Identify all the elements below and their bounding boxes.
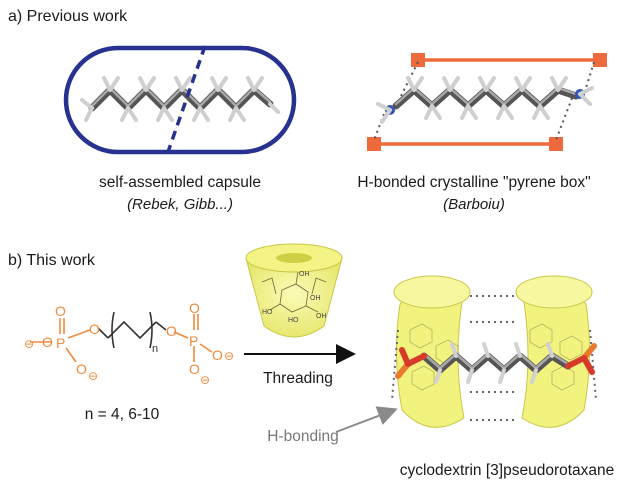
charge-3: ⊖ bbox=[224, 349, 234, 363]
svg-text:OH: OH bbox=[316, 313, 327, 320]
pyrene-box-illustration bbox=[367, 53, 607, 151]
pseudorotaxane-illustration bbox=[391, 275, 597, 428]
n-range-label: n = 4, 6-10 bbox=[84, 406, 160, 423]
svg-text:P: P bbox=[189, 333, 198, 349]
bisphosphate-structure bbox=[30, 311, 213, 363]
svg-text:O: O bbox=[55, 303, 66, 319]
svg-text:O: O bbox=[42, 334, 53, 350]
svg-text:O: O bbox=[166, 323, 177, 339]
svg-text:OH: OH bbox=[310, 295, 321, 302]
threaded-chain bbox=[420, 352, 572, 374]
pyrene-box-caption: H-bonded crystalline "pyrene box" bbox=[357, 174, 591, 191]
capsule-hydrogens bbox=[80, 76, 280, 122]
cyclodextrin-illustration bbox=[245, 243, 343, 338]
section-b-label: b) This work bbox=[8, 252, 95, 269]
hbonding-label: H-bonding bbox=[267, 428, 339, 445]
capsule-seam bbox=[166, 45, 207, 153]
svg-text:P: P bbox=[56, 335, 65, 351]
pyrene-box-subcaption: (Barboiu) bbox=[443, 196, 505, 213]
chain-subscript-n: n bbox=[152, 343, 158, 355]
capsule-outline bbox=[63, 45, 297, 155]
pseudorotaxane-caption: cyclodextrin [3]pseudorotaxane bbox=[399, 462, 615, 479]
charge-1: ⊖ bbox=[24, 337, 34, 351]
svg-text:O: O bbox=[189, 300, 200, 316]
phosphate-charges: ⊖ ⊖ ⊖ ⊖ bbox=[24, 337, 234, 387]
diammonium-chain bbox=[392, 86, 580, 110]
section-a-label: a) Previous work bbox=[8, 8, 128, 25]
capsule-subcaption: (Rebek, Gibb...) bbox=[127, 196, 233, 213]
capsule-illustration bbox=[63, 45, 297, 155]
cd-atom-labels: OH OH HO HO OH bbox=[262, 271, 327, 324]
bisphosphate-atoms: P O O O O O P O O O bbox=[42, 300, 223, 377]
svg-text:OH: OH bbox=[299, 271, 310, 278]
charge-2: ⊖ bbox=[88, 369, 98, 383]
capsule-caption: self-assembled capsule bbox=[99, 174, 261, 191]
svg-text:O: O bbox=[189, 361, 200, 377]
svg-text:O: O bbox=[89, 321, 100, 337]
svg-text:O: O bbox=[212, 347, 223, 363]
charge-4: ⊖ bbox=[200, 373, 210, 387]
hbonding-arrow bbox=[335, 406, 398, 433]
svg-text:HO: HO bbox=[288, 317, 299, 324]
threading-label: Threading bbox=[263, 370, 333, 387]
svg-text:HO: HO bbox=[262, 309, 273, 316]
svg-text:O: O bbox=[76, 361, 87, 377]
